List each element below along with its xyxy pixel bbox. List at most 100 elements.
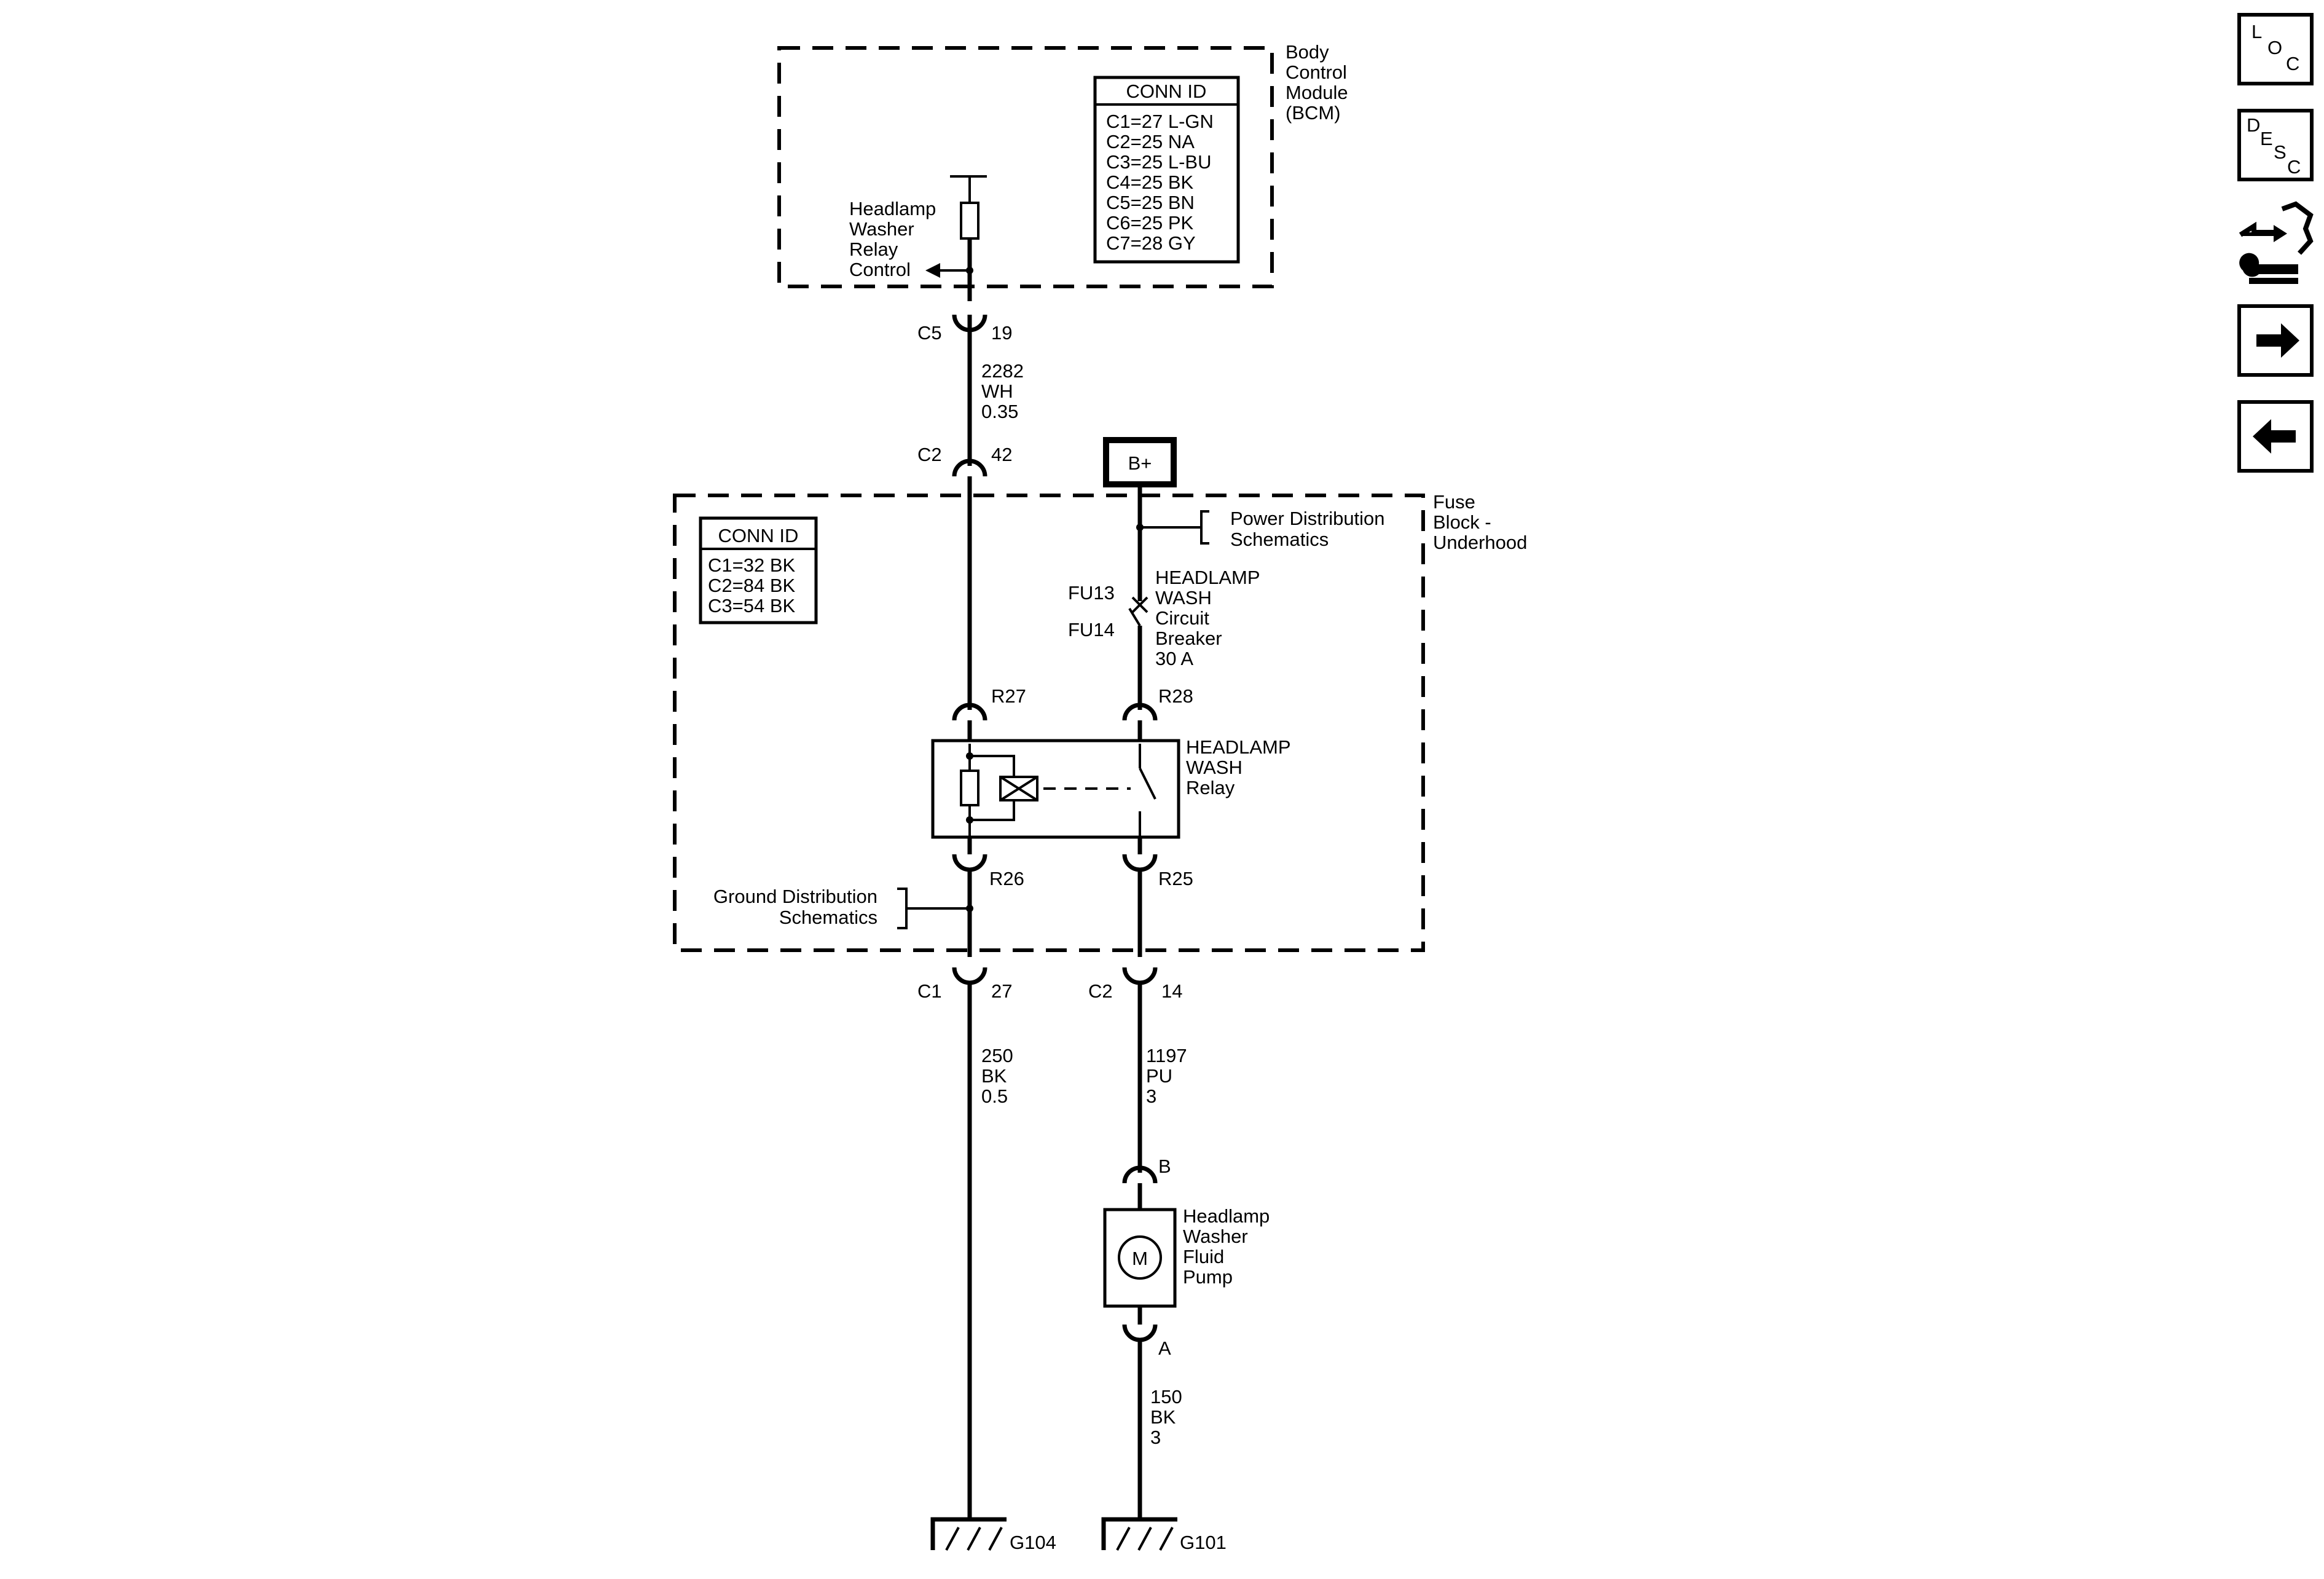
fuse-block-label: Fuse Block - Underhood (1433, 491, 1527, 553)
left-circuit (952, 270, 987, 1521)
wire-2282-label: 2282 WH 0.35 (981, 360, 1024, 422)
relay-label-line: Relay (1186, 777, 1235, 798)
ground-g104-label: G104 (1010, 1532, 1056, 1553)
connector-c2-pin: 14 (1161, 980, 1182, 1002)
ground-dist-label: Ground Distribution (713, 886, 877, 907)
power-dist-label: Schematics (1230, 529, 1329, 550)
wire-label-line: 150 (1150, 1386, 1182, 1408)
bcm-conn-row: C6=25 PK (1106, 212, 1194, 234)
pump-label-line: Fluid (1183, 1246, 1224, 1267)
fuse-conn-row: C1=32 BK (708, 554, 796, 576)
power-dist-label: Power Distribution (1230, 508, 1385, 529)
bcm-conn-row: C4=25 BK (1106, 171, 1194, 193)
ground-g104-symbol (930, 1517, 1007, 1551)
fuse-block-label-line: Block - (1433, 511, 1491, 533)
connector-wrench-button[interactable] (2236, 201, 2314, 284)
relay-label-line: WASH (1186, 757, 1242, 778)
pin-r28-symbol (1122, 703, 1158, 721)
plug-outline-icon (2281, 201, 2314, 255)
connector-c1-symbol (952, 967, 987, 985)
pump-label-line: Headlamp (1183, 1205, 1270, 1227)
next-button[interactable] (2237, 304, 2314, 377)
pump-pin-a-symbol (1122, 1324, 1158, 1342)
relay-control-label-line: Control (849, 259, 911, 280)
battery-positive-box: B+ (1103, 437, 1177, 487)
connector-c2-name: C2 (1088, 980, 1113, 1002)
wire-label-line: 3 (1150, 1427, 1161, 1448)
wire-label-line: PU (1146, 1065, 1172, 1087)
relay-control-label-line: Relay (849, 238, 898, 260)
bcm-conn-row: C3=25 L-BU (1106, 151, 1211, 173)
wire-250-label: 250 BK 0.5 (981, 1045, 1013, 1107)
pin-r25-symbol (1122, 854, 1158, 872)
pump-pin-b-label: B (1158, 1156, 1171, 1177)
wire-label-line: 2282 (981, 360, 1024, 382)
bcm-label-line: (BCM) (1286, 102, 1341, 124)
breaker-label-line: Circuit (1155, 607, 1209, 629)
breaker-label-line: Breaker (1155, 628, 1222, 649)
pin-r27-symbol (952, 703, 987, 721)
pin-r26-symbol (952, 854, 987, 872)
bcm-conn-row: C1=27 L-GN (1106, 111, 1214, 132)
bcm-outline (777, 46, 1274, 288)
bcm-conn-row: C5=25 BN (1106, 192, 1195, 213)
fuse-block-conn-id-table: CONN ID C1=32 BK C2=84 BK C3=54 BK (699, 516, 818, 624)
loc-letter: C (2286, 53, 2299, 74)
relay-label: HEADLAMP WASH Relay (1186, 736, 1291, 798)
bcm-label-line: Body (1286, 41, 1329, 63)
pump-label: Headlamp Washer Fluid Pump (1183, 1205, 1270, 1288)
battery-label: B+ (1128, 452, 1152, 474)
arrow-right-icon (2256, 323, 2299, 358)
circuit-breaker-label: HEADLAMP WASH Circuit Breaker 30 A (1155, 567, 1260, 669)
breaker-label-line: WASH (1155, 587, 1212, 608)
wire-label-line: WH (981, 380, 1013, 402)
desc-letter: C (2287, 156, 2301, 178)
ground-dist-label: Schematics (779, 907, 877, 928)
wire-label-line: 0.35 (981, 401, 1018, 422)
wire-label-line: 3 (1146, 1085, 1156, 1107)
fuse-conn-row: C3=54 BK (708, 595, 796, 616)
fuse-fu13-label: FU13 (1068, 582, 1115, 604)
fuse-block-outline (673, 494, 1425, 952)
loc-button[interactable]: L O C (2237, 13, 2314, 85)
connector-c2-pin: 42 (991, 444, 1012, 465)
fuse-conn-row: C2=84 BK (708, 575, 796, 596)
connector-c1-pin: 27 (991, 980, 1012, 1002)
fuse-conn-id-title: CONN ID (718, 525, 799, 546)
pump-label-line: Pump (1183, 1266, 1233, 1288)
headlamp-wash-relay (931, 739, 1180, 839)
relay-label-line: HEADLAMP (1186, 736, 1291, 758)
connector-c5-pin: 19 (991, 322, 1012, 344)
pin-r28-label: R28 (1158, 685, 1193, 707)
previous-button[interactable] (2237, 400, 2314, 473)
motor-symbol: M (1132, 1248, 1148, 1269)
desc-button[interactable]: D E S C (2237, 109, 2314, 181)
bcm-label: Body Control Module (BCM) (1286, 41, 1348, 124)
connector-c2-bottom-symbol (1122, 967, 1158, 985)
fuse-fu14-label: FU14 (1068, 619, 1115, 640)
wire-150-label: 150 BK 3 (1150, 1386, 1182, 1448)
relay-control-label-line: Headlamp (849, 198, 936, 219)
desc-letter: E (2260, 128, 2273, 149)
wire-label-line: BK (981, 1065, 1007, 1087)
connector-c2-top-symbol (952, 459, 987, 477)
breaker-label-line: 30 A (1155, 648, 1193, 669)
ground-distribution-ref: Ground Distribution Schematics (713, 886, 973, 929)
bcm-conn-id-title: CONN ID (1126, 81, 1207, 102)
loc-letter: L (2251, 21, 2262, 42)
arrow-left-icon (2253, 419, 2296, 454)
circuit-breaker-symbol (1128, 596, 1148, 627)
connector-c2-name: C2 (917, 444, 942, 465)
connector-c5-name: C5 (917, 322, 942, 344)
relay-control-label: Headlamp Washer Relay Control (849, 198, 936, 280)
bcm-label-line: Module (1286, 82, 1348, 103)
bcm-conn-row: C7=28 GY (1106, 232, 1196, 254)
bcm-conn-id-table: CONN ID C1=27 L-GN C2=25 NA C3=25 L-BU C… (1093, 76, 1240, 264)
pin-r27-label: R27 (991, 685, 1026, 707)
desc-letter: S (2274, 141, 2287, 163)
bcm-label-line: Control (1286, 61, 1347, 83)
ground-g101-symbol (1101, 1517, 1177, 1551)
fuse-block-label-line: Underhood (1433, 532, 1527, 553)
wire-label-line: 0.5 (981, 1085, 1008, 1107)
wire-1197-label: 1197 PU 3 (1146, 1045, 1187, 1107)
